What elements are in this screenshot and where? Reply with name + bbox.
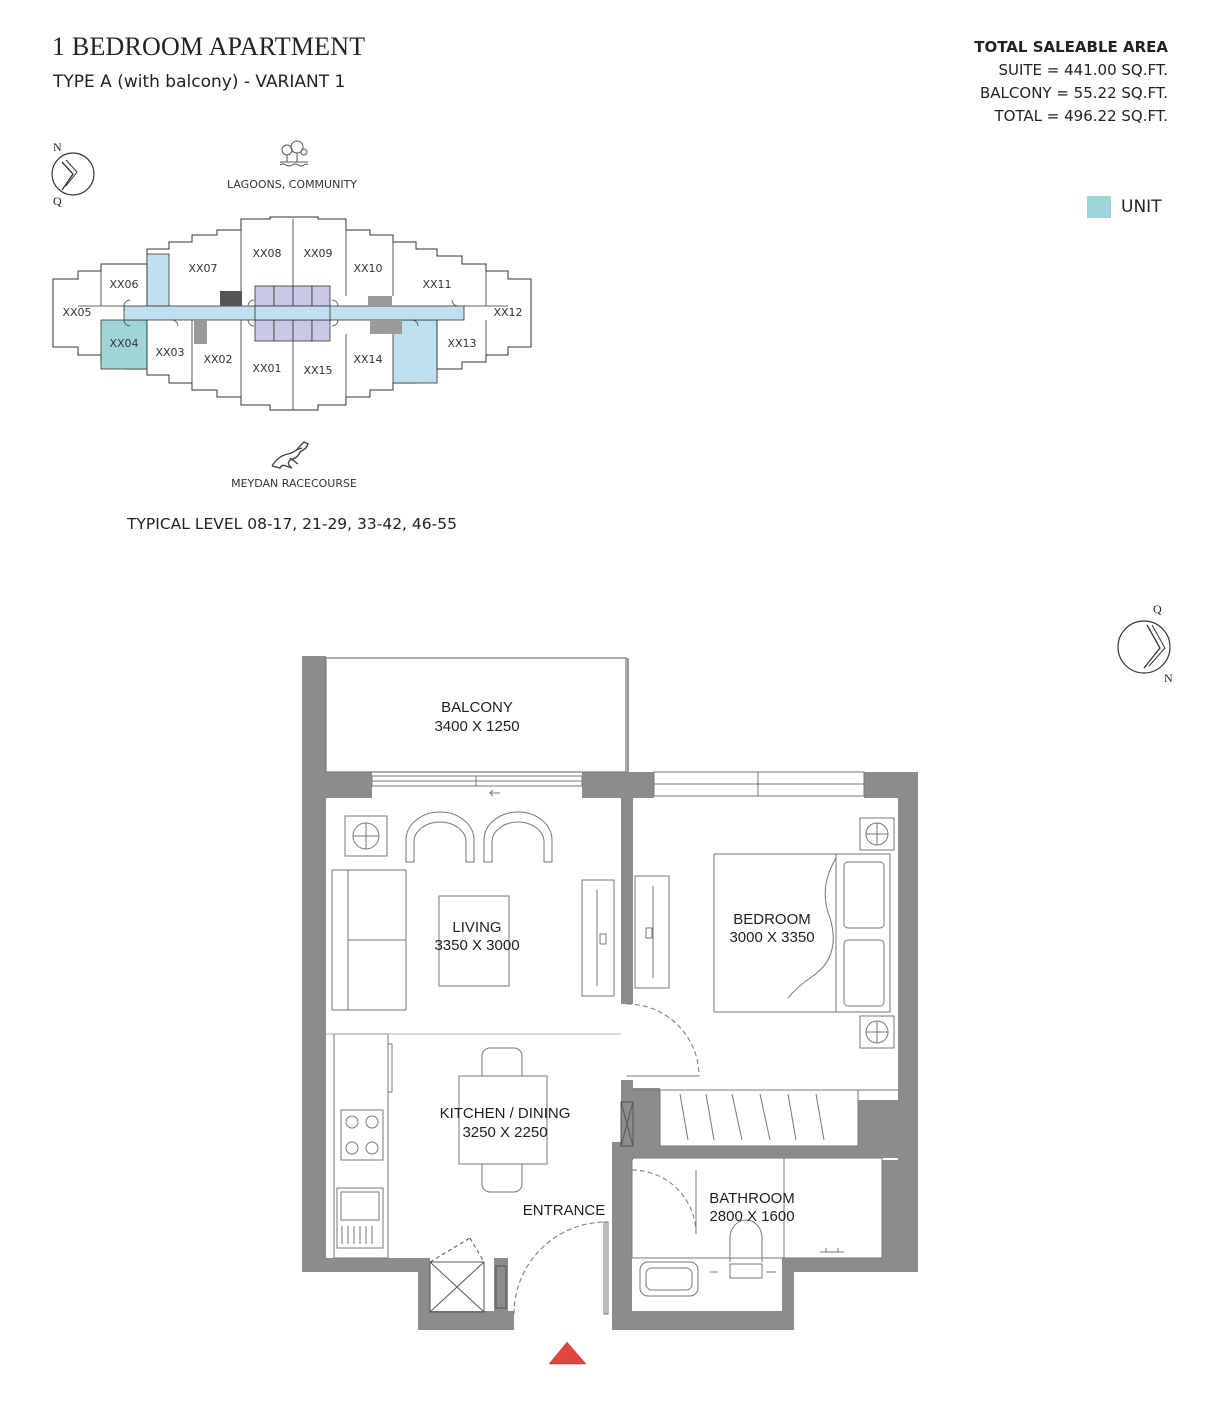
bedroom-name: BEDROOM xyxy=(733,911,811,928)
racecourse-horse-icon xyxy=(271,441,309,469)
key-unit-label: XX02 xyxy=(203,353,232,366)
key-unit-label: XX01 xyxy=(252,362,281,375)
kitchen-dims: 3250 X 2250 xyxy=(462,1124,547,1141)
key-unit-label: XX04 xyxy=(109,337,138,350)
key-unit-label: XX11 xyxy=(422,278,451,291)
key-unit-label: XX08 xyxy=(252,247,281,260)
living-dims: 3350 X 3000 xyxy=(434,937,519,954)
balcony-dims: 3400 X 1250 xyxy=(434,718,519,735)
legend-unit-label: UNIT xyxy=(1121,197,1162,217)
bedroom-furniture xyxy=(633,817,898,1147)
key-balcony-xx06 xyxy=(146,253,170,307)
key-compass-north: N xyxy=(53,140,62,154)
typical-level-text: TYPICAL LEVEL 08-17, 21-29, 33-42, 46-55 xyxy=(127,515,457,533)
legend-unit-swatch xyxy=(1087,196,1111,218)
area-total: TOTAL = 496.22 SQ.FT. xyxy=(994,107,1168,125)
legend: UNIT xyxy=(1087,196,1162,218)
key-unit-label: XX06 xyxy=(109,278,138,291)
floor-plan: LIVING 3350 X 3000 BALCONY 3400 X 1250 B… xyxy=(302,656,918,1365)
bedroom-dims: 3000 X 3350 xyxy=(729,929,814,946)
key-partitions xyxy=(78,219,508,410)
kitchen-furniture xyxy=(333,1033,548,1259)
walls xyxy=(302,656,918,1330)
key-unit-label: XX05 xyxy=(62,306,91,319)
bathroom-dims: 2800 X 1600 xyxy=(709,1208,794,1225)
living-furniture xyxy=(331,811,615,1011)
area-heading: TOTAL SALEABLE AREA xyxy=(974,38,1168,56)
saleable-area-summary: TOTAL SALEABLE AREA SUITE = 441.00 SQ.FT… xyxy=(974,36,1168,128)
bedroom-window xyxy=(653,771,865,797)
key-unit-label: XX12 xyxy=(493,306,522,319)
area-suite: SUITE = 441.00 SQ.FT. xyxy=(998,61,1168,79)
bathroom-name: BATHROOM xyxy=(709,1190,795,1207)
balcony-outline xyxy=(325,657,627,773)
key-shaft-grey-left xyxy=(194,320,207,344)
key-unit-label: XX10 xyxy=(353,262,382,275)
bottom-landmark-label: MEYDAN RACECOURSE xyxy=(231,477,357,490)
key-door-arcs xyxy=(123,299,459,327)
entrance-label: ENTRANCE xyxy=(523,1202,606,1219)
lagoons-icon xyxy=(279,140,309,167)
key-shaft-grey-right xyxy=(370,320,402,334)
key-shaft-dark xyxy=(220,291,242,306)
key-plan-compass: N Q xyxy=(51,140,95,208)
key-unit-label: XX03 xyxy=(155,346,184,359)
bedroom-door xyxy=(626,1003,700,1077)
page-subtitle: TYPE A (with balcony) - VARIANT 1 xyxy=(53,72,346,92)
top-landmark-label: LAGOONS, COMMUNITY xyxy=(227,178,357,191)
utility-closet xyxy=(620,1101,634,1147)
entrance-door xyxy=(513,1221,609,1315)
bathroom-fixtures xyxy=(631,1157,883,1297)
living-name: LIVING xyxy=(452,919,501,936)
floor-compass: Q N xyxy=(1117,602,1173,685)
area-balcony: BALCONY = 55.22 SQ.FT. xyxy=(980,84,1168,102)
key-shaft-grey-right-top xyxy=(368,296,392,306)
key-unit-label: XX15 xyxy=(303,364,332,377)
key-core xyxy=(254,285,331,342)
key-unit-label: XX13 xyxy=(447,337,476,350)
entrance-marker-icon xyxy=(548,1341,587,1365)
key-plan: XX01 XX02 XX03 XX04 XX05 XX06 XX07 XX08 … xyxy=(52,216,532,411)
floor-compass-other: Q xyxy=(1153,602,1162,616)
balcony-name: BALCONY xyxy=(441,699,513,716)
key-highlight-unit xyxy=(100,319,148,370)
page-title: 1 BEDROOM APARTMENT xyxy=(52,32,366,61)
key-unit-label: XX09 xyxy=(303,247,332,260)
key-unit-label: XX07 xyxy=(188,262,217,275)
floor-compass-north: N xyxy=(1164,671,1173,685)
sliding-door xyxy=(371,775,583,797)
key-unit-label: XX14 xyxy=(353,353,382,366)
entry-shaft xyxy=(429,1237,507,1313)
key-compass-other: Q xyxy=(53,194,62,208)
kitchen-name: KITCHEN / DINING xyxy=(440,1105,571,1122)
